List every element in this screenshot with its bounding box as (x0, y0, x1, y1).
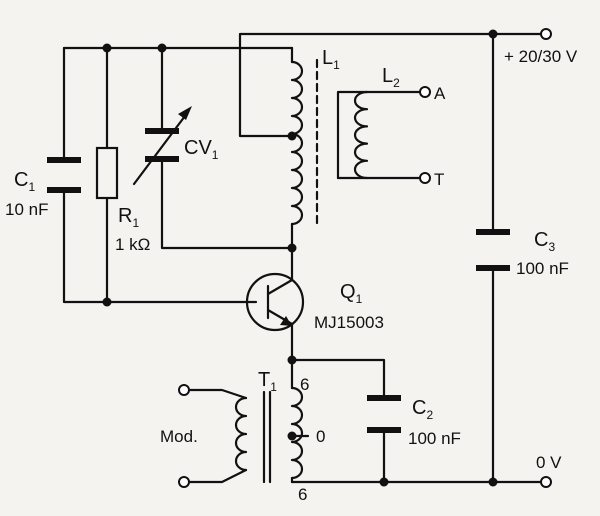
l1-tap-wire (238, 32, 544, 138)
junction-dot (287, 355, 297, 365)
c1-capacitor (47, 157, 81, 193)
t1-label: T1 (258, 369, 277, 394)
c2-label: C2 (412, 397, 433, 422)
cv1-label: CV1 (184, 137, 219, 162)
c3-label: C3 (534, 229, 555, 254)
q1-emitter (266, 308, 294, 362)
junction-dot (102, 43, 112, 53)
c3-capacitor (476, 229, 510, 271)
q1-transistor-body (245, 272, 305, 332)
r1-label: R1 (118, 205, 139, 230)
r1-resistor (95, 146, 119, 200)
emitter-wire (290, 358, 386, 484)
r1-value: 1 kΩ (115, 235, 150, 254)
ground-voltage-label: 0 V (536, 453, 562, 472)
c2-capacitor (367, 395, 401, 433)
mod-input-wire (186, 388, 248, 484)
q1-part-number: MJ15003 (314, 313, 384, 332)
l2-wire-a (336, 90, 369, 180)
antenna-terminal-a (419, 86, 431, 98)
antenna-terminal-t (419, 172, 431, 184)
t1-tap-top-label: 6 (300, 375, 309, 394)
t1-secondary-coil (290, 386, 304, 480)
cv1-arrow-head (178, 106, 192, 120)
q1-emitter-arrow (280, 316, 292, 326)
q1-label: Q1 (340, 281, 363, 306)
t1-tap-bottom-label: 6 (298, 485, 307, 504)
cv1-wire (160, 46, 294, 250)
c1-wire (62, 46, 258, 304)
t1-core (262, 390, 272, 484)
junction-dot (287, 243, 297, 253)
ground-terminal (540, 476, 552, 488)
junction-dot (379, 477, 389, 487)
c3-value: 100 nF (516, 259, 569, 278)
c2-value: 100 nF (408, 429, 461, 448)
c1-value: 10 nF (5, 200, 48, 219)
terminal-a-label: A (434, 84, 446, 103)
t1-primary-coil (234, 396, 248, 472)
junction-dot (488, 477, 498, 487)
supply-voltage-label: + 20/30 V (504, 47, 578, 66)
junction-dot (287, 131, 297, 141)
junction-dot (488, 29, 498, 39)
supply-terminal (540, 28, 552, 40)
c1-label: C1 (14, 169, 35, 194)
l1-coil (290, 60, 304, 226)
q1-collector (266, 276, 294, 296)
l2-label: L2 (382, 65, 400, 90)
l2-coil (353, 90, 369, 180)
terminal-t-label: T (434, 170, 444, 189)
cv1-variable-arrow (132, 110, 190, 186)
junction-dot (102, 297, 112, 307)
junction-dot (287, 431, 297, 441)
mod-terminal-top (178, 384, 190, 396)
mod-terminal-bottom (178, 476, 190, 488)
t1-tap-center-label: 0 (316, 427, 325, 446)
junction-dot (157, 43, 167, 53)
l1-label: L1 (322, 47, 340, 72)
mod-input-label: Mod. (160, 427, 198, 446)
